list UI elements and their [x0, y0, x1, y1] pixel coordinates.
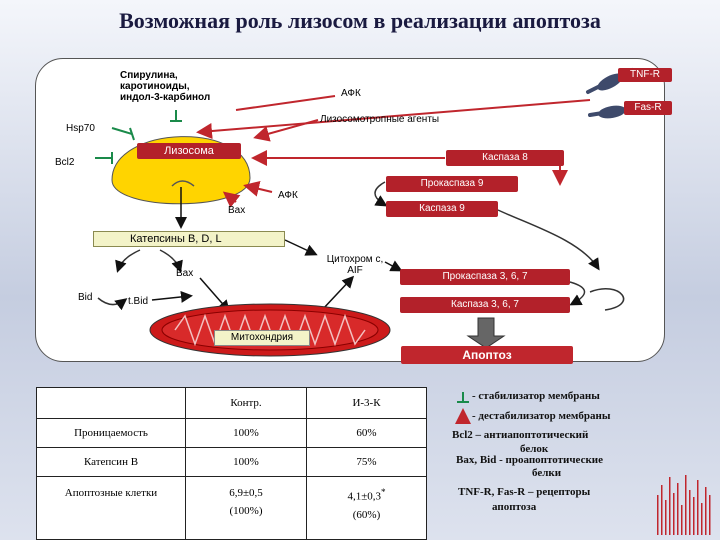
table-row: Катепсин В 100% 75% [36, 447, 427, 477]
hsp70-inhibition [111, 127, 135, 141]
afk-mid-label: АФК [278, 190, 298, 201]
procaspase9-box: Прокаспаза 9 [386, 176, 518, 192]
arrow-cathepsins-cytochrome [284, 239, 318, 256]
legend-bcl2-line1: Bcl2 – антиапоптотический [452, 429, 589, 441]
cell-control: 100% [185, 418, 307, 448]
lysosomotropic-label: Лизосомотропные агенты [320, 114, 440, 125]
cell-control: 100% [185, 447, 307, 477]
arrow-bax-mito [199, 277, 230, 313]
table-row: Проницаемость 100% 60% [36, 418, 427, 448]
cell-i3k: 75% [306, 447, 427, 477]
arrow-bax-lysosome [222, 191, 241, 208]
cell-i3k-value: 4,1±0,3* [347, 487, 386, 503]
procaspase367-box: Прокаспаза 3, 6, 7 [400, 269, 570, 285]
table-header-control: Контр. [185, 387, 307, 419]
cell-i3k: 60% [306, 418, 427, 448]
caspase367-box: Каспаза 3, 6, 7 [400, 297, 570, 313]
legend-stabilizer: - стабилизатор мембраны [472, 390, 600, 402]
arrow-cathepsins-bid [115, 249, 141, 273]
cell-i3k-percent: (60%) [352, 508, 381, 521]
legend-bcl2-line2: белок [520, 443, 549, 455]
caspase8-box: Каспаза 8 [446, 150, 564, 166]
caspase9-box: Каспаза 9 [386, 201, 498, 217]
arrow-cytochrome-procaspase [384, 260, 403, 272]
apoptosis-box: Апоптоз [401, 346, 573, 364]
arrow-cathepsins-bax [159, 249, 183, 273]
hsp70-label: Hsp70 [66, 123, 95, 134]
arrow-caspase9-procaspase367 [497, 209, 600, 271]
results-table: Контр. И-3-К Проницаемость 100% 60% Кате… [36, 387, 427, 540]
lysosome-pore [171, 180, 195, 187]
cytochrome-label: Цитохром с, AIF [326, 254, 384, 276]
bax-mid-label: Bax [176, 268, 194, 279]
bax-top-label: Bax [228, 205, 246, 216]
table-header-i3k: И-3-К [306, 387, 427, 419]
arrow-procaspase-caspase [569, 281, 586, 306]
cathepsins-box: Катепсины B, D, L [93, 231, 285, 247]
legend-tnf-line2: апоптоза [492, 501, 537, 513]
afk-top-label: АФК [341, 88, 361, 99]
spirulina-stabilizer [170, 110, 182, 122]
bcl2-label: Bcl2 [55, 157, 75, 168]
arrow-spirulina-afk [235, 95, 336, 111]
legend-destabilizer: - дестабилизатор мембраны [472, 410, 611, 422]
arrow-afk-lysosome [243, 181, 273, 197]
stabilizer-symbol [457, 392, 469, 403]
arrow-caspase-apoptosis [466, 317, 506, 349]
legend-bax-line2: белки [532, 467, 562, 479]
cell-i3k: 4,1±0,3* (60%) [306, 476, 427, 540]
legend-tnf-line1: TNF-R, Fas-R – рецепторы [458, 486, 591, 498]
tnf-r-label: TNF-R [618, 68, 672, 82]
row-label: Апоптозные клетки [36, 476, 186, 540]
mitochondria-label: Митохондрия [214, 330, 310, 346]
arrow-mito-cytochrome [321, 275, 355, 311]
table-header-empty [36, 387, 186, 419]
bcl2-inhibition [95, 152, 113, 164]
table-row: Апоптозные клетки 6,9±0,5 (100%) 4,1±0,3… [36, 476, 427, 540]
arrow-bid-tbid [97, 297, 128, 311]
arrow-tbid-mito [151, 290, 193, 303]
legend-bax-line1: Bax, Bid - проапоптотические [456, 454, 604, 466]
arrow-caspase-loop [589, 288, 625, 311]
cell-control: 6,9±0,5 (100%) [185, 476, 307, 540]
lysosome-label: Лизосома [137, 143, 241, 159]
row-label: Катепсин В [36, 447, 186, 477]
arrow-procaspase9-caspase9 [374, 181, 388, 207]
cell-control-value: 6,9±0,5 [229, 487, 263, 499]
decorative-bars [657, 475, 711, 535]
table-header-row: Контр. И-3-К [36, 387, 427, 419]
spirulina-label: Спирулина, каротиноиды, индол-3-карбинол [120, 70, 211, 103]
page-title: Возможная роль лизосом в реализации апоп… [119, 8, 601, 33]
row-label: Проницаемость [36, 418, 186, 448]
tbid-label: t.Bid [128, 296, 149, 307]
bid-label: Bid [78, 292, 93, 303]
arrow-receptor-lysosome [196, 99, 591, 139]
fas-r-label: Fas-R [624, 101, 672, 115]
cell-control-percent: (100%) [229, 505, 263, 517]
